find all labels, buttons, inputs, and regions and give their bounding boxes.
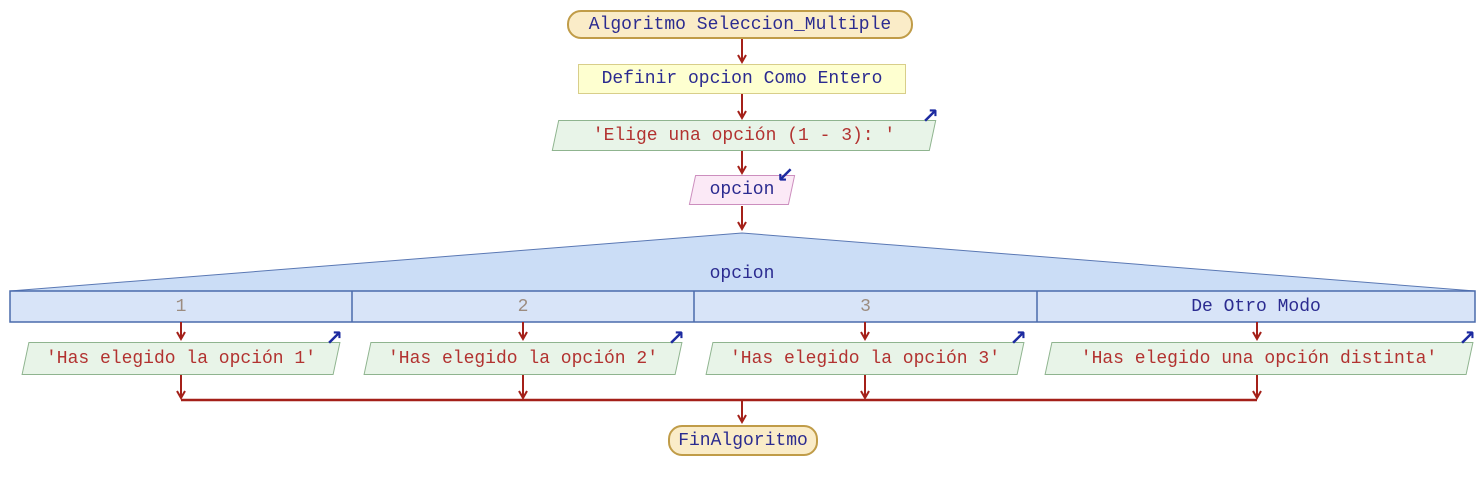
read-arrow-icon: ↙ (776, 163, 794, 187)
node-end-label: FinAlgoritmo (678, 430, 808, 451)
node-case-3-label: 'Has elegido la opción 3' (729, 348, 1001, 369)
node-case-1-label: 'Has elegido la opción 1' (45, 348, 317, 369)
switch-branch-dividers (351, 291, 1038, 322)
node-start-label: Algoritmo Seleccion_Multiple (588, 14, 892, 35)
node-case-3[interactable]: 'Has elegido la opción 3' ↗ (705, 328, 1027, 375)
node-write-prompt-label: 'Elige una opción (1 - 3): ' (592, 125, 896, 146)
node-define-label: Definir opcion Como Entero (601, 69, 883, 89)
node-read-opcion-label: opcion (709, 180, 775, 200)
node-end[interactable]: FinAlgoritmo (668, 425, 818, 456)
write-arrow-icon: ↗ (667, 326, 685, 350)
switch-branch-cell-3[interactable]: 3 (860, 296, 871, 317)
node-read-opcion[interactable]: opcion ↙ (688, 165, 796, 205)
node-start[interactable]: Algoritmo Seleccion_Multiple (567, 10, 913, 39)
switch-variable-label: opcion (709, 264, 775, 284)
write-arrow-icon: ↗ (325, 326, 343, 350)
switch-branch-cell-2[interactable]: 2 (517, 296, 529, 317)
switch-branch-bar[interactable] (9, 290, 1476, 323)
node-case-default-label: 'Has elegido una opción distinta' (1080, 348, 1438, 369)
write-arrow-icon: ↗ (1458, 326, 1476, 350)
switch-branch-cell-default[interactable]: De Otro Modo (1191, 296, 1321, 317)
switch-branch-cell-1[interactable]: 1 (175, 296, 187, 317)
node-case-1[interactable]: 'Has elegido la opción 1' ↗ (21, 328, 343, 375)
node-write-prompt[interactable]: 'Elige una opción (1 - 3): ' ↗ (551, 106, 939, 151)
node-case-default[interactable]: 'Has elegido una opción distinta' ↗ (1044, 328, 1476, 375)
connector-arrows (176, 39, 1262, 425)
write-arrow-icon: ↗ (1009, 326, 1027, 350)
node-case-2-label: 'Has elegido la opción 2' (387, 348, 659, 369)
node-define[interactable]: Definir opcion Como Entero (578, 64, 906, 94)
node-case-2[interactable]: 'Has elegido la opción 2' ↗ (363, 328, 685, 375)
write-arrow-icon: ↗ (921, 104, 939, 128)
